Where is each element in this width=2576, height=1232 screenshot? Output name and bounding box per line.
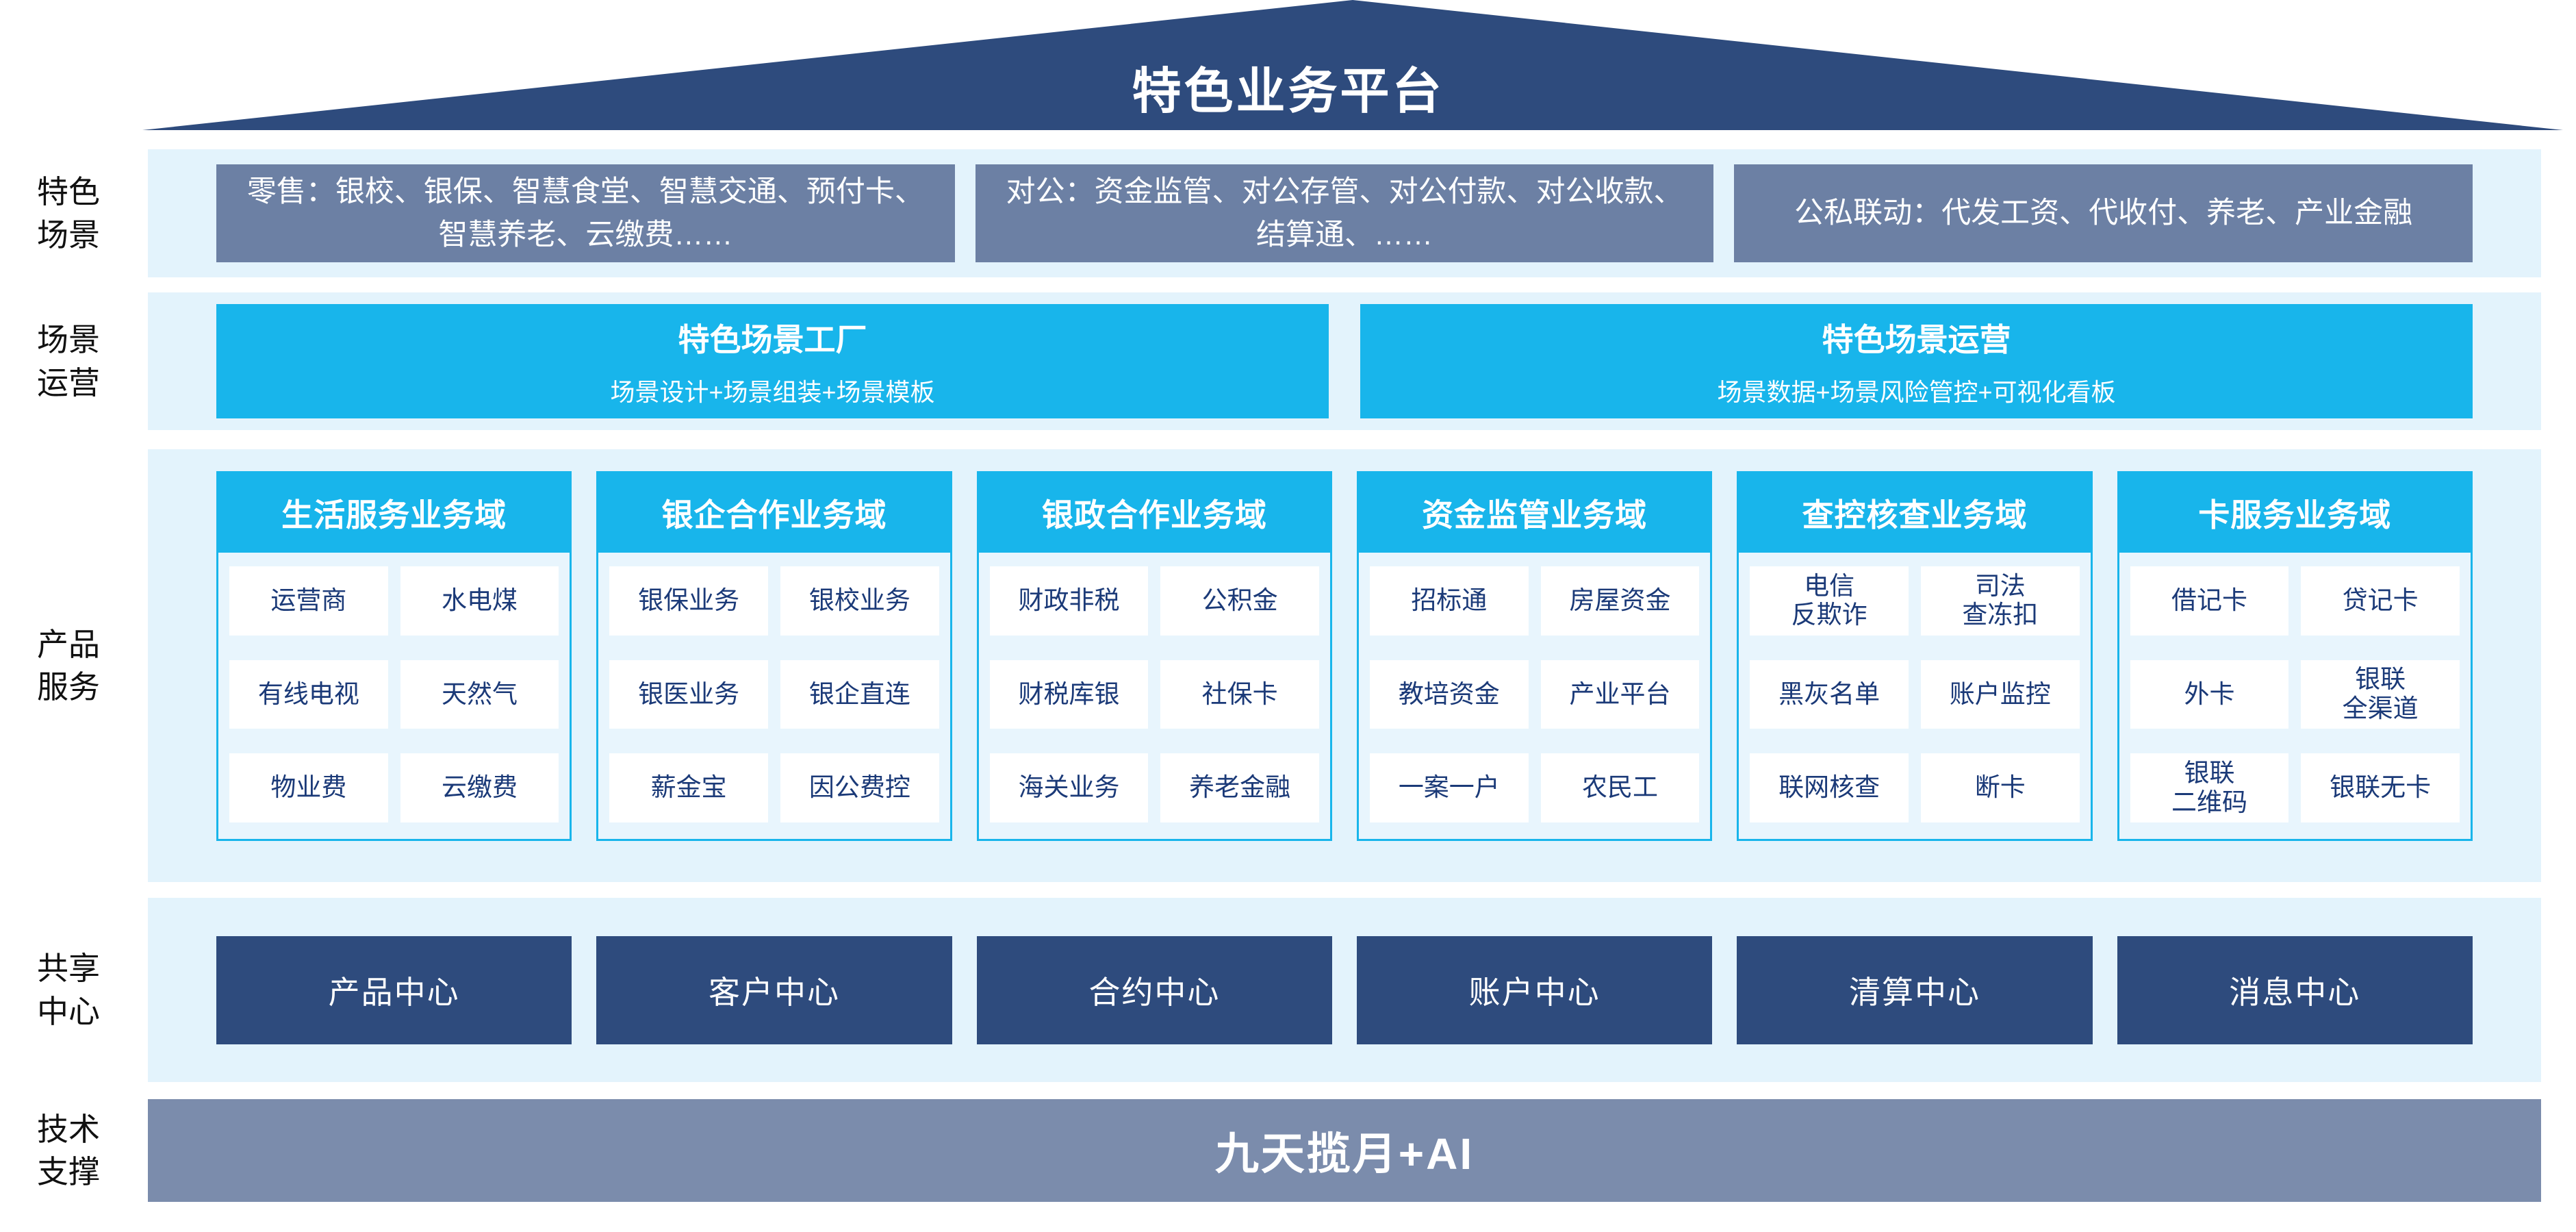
domain-card-bank-enterprise: 银企合作业务域 银保业务 银校业务 银医业务 银企直连 薪金宝 因公费控 [596, 471, 952, 841]
cell-row: 物业费 云缴费 [229, 753, 559, 823]
cell-row: 银保业务 银校业务 [609, 566, 939, 636]
domain-cell: 银联 二维码 [2130, 753, 2289, 823]
domain-cell: 财税库银 [989, 659, 1149, 729]
cell-row: 有线电视 天然气 [229, 659, 559, 729]
domain-cell: 账户监控 [1920, 659, 2080, 729]
domain-cell: 银校业务 [780, 566, 939, 636]
center-box-message: 消息中心 [2117, 935, 2473, 1044]
domain-title: 资金监管业务域 [1358, 473, 1711, 553]
side-label-shared-centers: 共享 中心 [37, 951, 100, 1029]
domain-cell: 电信 反欺诈 [1750, 566, 1909, 636]
domain-cell: 断卡 [1920, 753, 2080, 823]
domain-body: 运营商 水电煤 有线电视 天然气 物业费 云缴费 [218, 553, 570, 839]
centers-row: 产品中心 客户中心 合约中心 账户中心 清算中心 消息中心 [148, 898, 2541, 1082]
domain-cell: 银企直连 [780, 659, 939, 729]
scene-box-corporate: 对公：资金监管、对公存管、对公付款、对公收款、结算通、…… [975, 164, 1714, 262]
cell-row: 银联 二维码 银联无卡 [2130, 753, 2460, 823]
domain-cell: 司法 查冻扣 [1920, 566, 2080, 636]
cell-row: 财税库银 社保卡 [989, 659, 1319, 729]
domain-cell: 天然气 [400, 659, 559, 729]
domain-cell: 运营商 [229, 566, 388, 636]
scene-operation-subtitle: 场景数据+场景风险管控+可视化看板 [1717, 377, 2116, 406]
domain-cell: 公积金 [1160, 566, 1319, 636]
scene-factory-subtitle: 场景设计+场景组装+场景模板 [610, 377, 935, 406]
center-box-customer: 客户中心 [596, 935, 952, 1044]
cell-row: 借记卡 贷记卡 [2130, 566, 2460, 636]
domain-cell: 贷记卡 [2301, 566, 2460, 636]
side-label-tech-support: 技术 支撑 [37, 1111, 100, 1190]
cell-row: 黑灰名单 账户监控 [1750, 659, 2080, 729]
center-box-clearing: 清算中心 [1737, 935, 2093, 1044]
scene-operation-box: 特色场景运营 场景数据+场景风险管控+可视化看板 [1360, 304, 2473, 418]
domain-card-inquiry-control: 查控核查业务域 电信 反欺诈 司法 查冻扣 黑灰名单 账户监控 联网核查 断卡 [1737, 471, 2093, 841]
cell-row: 电信 反欺诈 司法 查冻扣 [1750, 566, 2080, 636]
domain-cell: 银联无卡 [2301, 753, 2460, 823]
scene-factory-box: 特色场景工厂 场景设计+场景组装+场景模板 [216, 304, 1329, 418]
cell-row: 联网核查 断卡 [1750, 753, 2080, 823]
domain-cell: 因公费控 [780, 753, 939, 823]
domain-body: 银保业务 银校业务 银医业务 银企直连 薪金宝 因公费控 [598, 553, 949, 839]
domain-cell: 教培资金 [1369, 659, 1529, 729]
cell-row: 银医业务 银企直连 [609, 659, 939, 729]
cell-row: 海关业务 养老金融 [989, 753, 1319, 823]
domain-cell: 海关业务 [989, 753, 1149, 823]
scene-factory-title: 特色场景工厂 [678, 321, 867, 357]
cell-row: 教培资金 产业平台 [1369, 659, 1700, 729]
domain-body: 电信 反欺诈 司法 查冻扣 黑灰名单 账户监控 联网核查 断卡 [1739, 553, 2090, 839]
cell-row: 运营商 水电煤 [229, 566, 559, 636]
domain-cell: 黑灰名单 [1750, 659, 1909, 729]
domain-card-fund-supervision: 资金监管业务域 招标通 房屋资金 教培资金 产业平台 一案一户 农民工 [1356, 471, 1713, 841]
domain-card-bank-government: 银政合作业务域 财政非税 公积金 财税库银 社保卡 海关业务 养老金融 [976, 471, 1332, 841]
domain-body: 招标通 房屋资金 教培资金 产业平台 一案一户 农民工 [1359, 553, 1710, 839]
cell-row: 薪金宝 因公费控 [609, 753, 939, 823]
domain-cell: 农民工 [1540, 753, 1700, 823]
side-label-products: 产品 服务 [37, 626, 100, 705]
domain-title: 生活服务业务域 [218, 473, 570, 553]
cell-row: 外卡 银联 全渠道 [2130, 659, 2460, 729]
domain-cell: 水电煤 [400, 566, 559, 636]
domain-cell: 社保卡 [1160, 659, 1319, 729]
domain-cell: 招标通 [1369, 566, 1529, 636]
domain-cell: 借记卡 [2130, 566, 2289, 636]
domain-card-card-services: 卡服务业务域 借记卡 贷记卡 外卡 银联 全渠道 银联 二维码 银联无卡 [2117, 471, 2473, 841]
domain-cell: 联网核查 [1750, 753, 1909, 823]
domain-cell: 云缴费 [400, 753, 559, 823]
domain-cell: 薪金宝 [609, 753, 768, 823]
domain-cell: 一案一户 [1369, 753, 1529, 823]
cell-row: 一案一户 农民工 [1369, 753, 1700, 823]
side-label-scenes: 特色 场景 [37, 174, 100, 253]
scene-box-public-private: 公私联动：代发工资、代收付、养老、产业金融 [1734, 164, 2473, 262]
cell-row: 招标通 房屋资金 [1369, 566, 1700, 636]
domain-cell: 银保业务 [609, 566, 768, 636]
domain-cell: 财政非税 [989, 566, 1149, 636]
scene-box-retail: 零售：银校、银保、智慧食堂、智慧交通、预付卡、智慧养老、云缴费…… [216, 164, 955, 262]
domain-cell: 外卡 [2130, 659, 2289, 729]
cell-row: 财政非税 公积金 [989, 566, 1319, 636]
domain-cell: 养老金融 [1160, 753, 1319, 823]
platform-title: 特色业务平台 [1132, 64, 1444, 119]
scenes-row: 零售：银校、银保、智慧食堂、智慧交通、预付卡、智慧养老、云缴费…… 对公：资金监… [148, 149, 2541, 277]
operations-row: 特色场景工厂 场景设计+场景组装+场景模板 特色场景运营 场景数据+场景风险管控… [148, 292, 2541, 430]
domain-cell: 物业费 [229, 753, 388, 823]
tech-support-bar: 九天揽月+AI [148, 1099, 2541, 1202]
domain-cell: 房屋资金 [1540, 566, 1700, 636]
scene-operation-title: 特色场景运营 [1822, 321, 2011, 357]
center-box-product: 产品中心 [216, 935, 572, 1044]
domain-title: 银企合作业务域 [598, 473, 950, 553]
center-box-contract: 合约中心 [976, 935, 1332, 1044]
domain-title: 查控核查业务域 [1739, 473, 2091, 553]
domain-body: 借记卡 贷记卡 外卡 银联 全渠道 银联 二维码 银联无卡 [2119, 553, 2471, 839]
domain-cell: 银医业务 [609, 659, 768, 729]
domain-title: 银政合作业务域 [978, 473, 1330, 553]
center-box-account: 账户中心 [1356, 935, 1713, 1044]
domain-cell: 产业平台 [1540, 659, 1700, 729]
domain-cell: 有线电视 [229, 659, 388, 729]
domain-title: 卡服务业务域 [2119, 473, 2471, 553]
domain-cell: 银联 全渠道 [2301, 659, 2460, 729]
domain-body: 财政非税 公积金 财税库银 社保卡 海关业务 养老金融 [979, 553, 1330, 839]
domains-row: 生活服务业务域 运营商 水电煤 有线电视 天然气 物业费 云缴费 银企合作业务域… [148, 449, 2541, 882]
side-label-operations: 场景 运营 [37, 322, 100, 401]
domain-card-life-services: 生活服务业务域 运营商 水电煤 有线电视 天然气 物业费 云缴费 [216, 471, 572, 841]
